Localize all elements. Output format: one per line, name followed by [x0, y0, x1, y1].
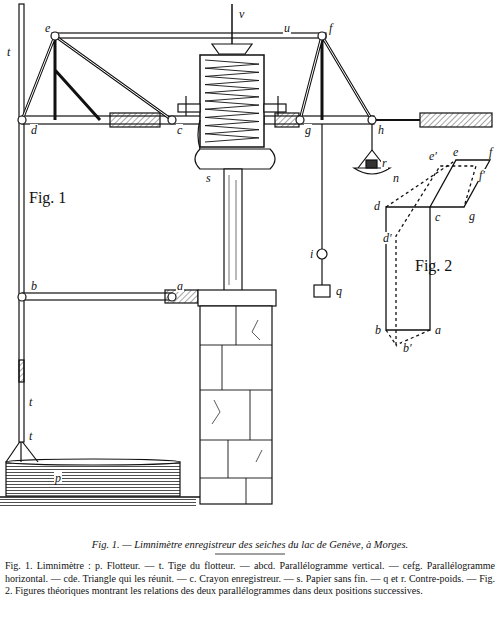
part-letter: e [452, 146, 459, 158]
part-letter: c [434, 211, 441, 223]
paper-roll [195, 149, 275, 169]
part-letter: d [30, 124, 38, 136]
part-letter: b′ [402, 342, 413, 354]
left-triangle-inner [22, 36, 172, 120]
figure-one [0, 4, 492, 506]
figure-title: Fig. 1. — Limnimètre enregistreur des se… [4, 538, 496, 551]
clamp-screw [185, 96, 186, 116]
part-letter: n [392, 172, 400, 184]
float-rod [19, 4, 24, 442]
right-triangle [300, 36, 372, 120]
figure-number: Fig. 1 [28, 190, 67, 206]
part-letter: b [374, 324, 382, 336]
second-position [386, 166, 476, 345]
part-letter: g [468, 210, 476, 222]
weight-cord [321, 124, 322, 249]
paper-sheet [198, 120, 200, 149]
drum-clamp [178, 104, 200, 112]
part-letter: e [44, 22, 51, 34]
pulley [317, 249, 327, 259]
fixed-beam [420, 113, 492, 127]
rod-leg [6, 440, 21, 462]
triangle-side [386, 160, 456, 207]
arm-block [110, 113, 160, 127]
part-letter: r [381, 157, 388, 169]
left-triangle [22, 36, 172, 120]
part-letter: t [28, 396, 33, 408]
counterweight-r [366, 160, 377, 168]
figure-number: Fig. 2 [414, 258, 453, 274]
part-letter: q [335, 285, 343, 297]
part-letter: a [176, 280, 184, 292]
part-letter: d′ [382, 232, 393, 244]
part-letter: s [205, 172, 212, 184]
float [6, 462, 180, 496]
holder [212, 44, 252, 54]
part-letter: f [488, 146, 493, 158]
weight-cord [321, 259, 322, 285]
pivots [18, 32, 376, 301]
part-letter: t [28, 430, 33, 442]
horizontal-parallelogram [430, 160, 490, 207]
figure-caption: Fig. 1. Limnimètre : p. Flotteur. — t. T… [5, 560, 495, 598]
holder-rod [231, 4, 233, 45]
drum-spring [205, 60, 259, 142]
part-letter: i [309, 248, 314, 260]
part-letter: f [328, 22, 333, 34]
part-letter: v [238, 8, 245, 20]
masonry-joints [200, 306, 272, 504]
bracket [198, 290, 276, 306]
part-letter: p [54, 472, 62, 484]
beam-link [374, 119, 420, 121]
part-letter: t [6, 46, 11, 58]
masonry-cracks [212, 320, 262, 462]
part-letter: a [434, 324, 442, 336]
part-letter: c [176, 124, 183, 136]
rod-leg [21, 440, 38, 462]
clamp-screw [277, 96, 278, 116]
lower-arm [22, 293, 172, 300]
part-letter: e′ [428, 150, 438, 162]
water-hatching [0, 498, 196, 506]
counterweight-q [314, 285, 330, 297]
rod-leg [20, 440, 21, 462]
pan-string [371, 124, 372, 150]
right-triangle-inner [300, 36, 372, 120]
part-letter: f′ [478, 169, 486, 181]
part-letter: u [283, 22, 291, 34]
wood-grain [229, 175, 236, 285]
part-letter: b [30, 280, 38, 292]
float-top [6, 459, 180, 465]
figure-two [386, 160, 490, 345]
rod-break [19, 360, 24, 382]
recording-drum [200, 55, 264, 147]
part-letter: h [377, 124, 385, 136]
drum-clamp [264, 104, 286, 112]
caption-rule [215, 554, 285, 555]
part-letter: g [304, 124, 312, 136]
part-letter: d [373, 200, 381, 212]
spring-coil [205, 60, 259, 142]
support-post [224, 169, 242, 291]
masonry-pier [200, 306, 272, 504]
